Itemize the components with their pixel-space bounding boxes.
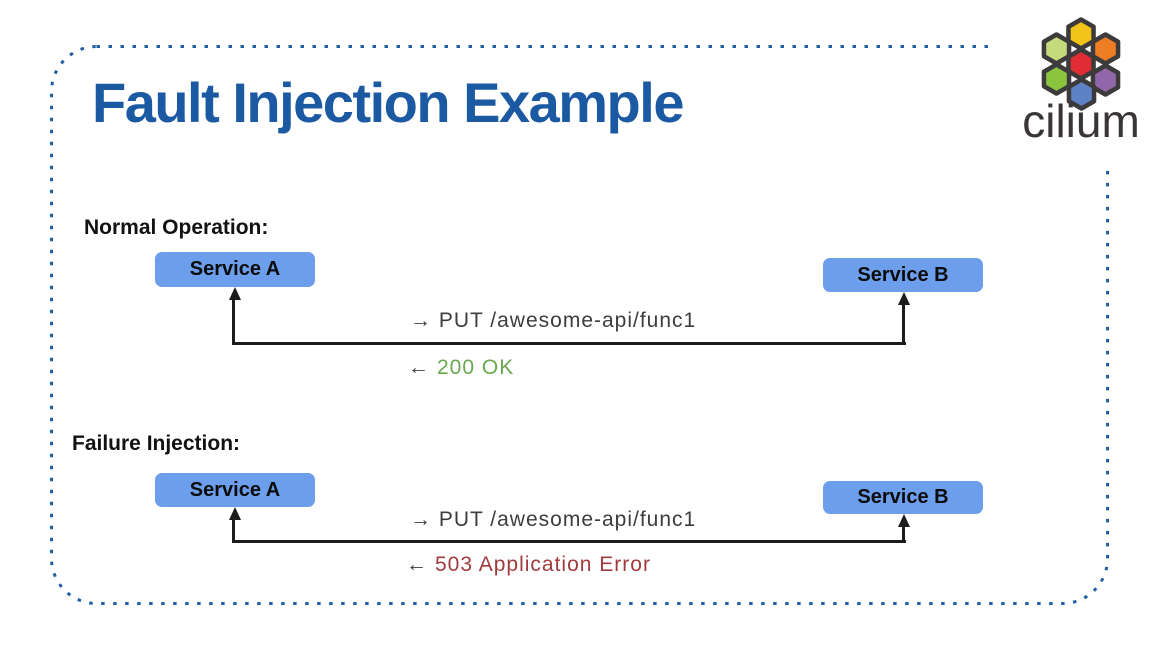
service-b-box: Service B [823,481,983,514]
arrow-line-right [902,526,905,543]
cilium-wordmark: cilium [1022,95,1140,147]
hexagon-bottom [1066,77,1097,111]
arrowhead-up-service-a [229,507,241,520]
response-status-text: 503 Application Error [435,553,651,576]
response-arrow: ← [406,553,428,576]
arrowhead-up-service-b [898,292,910,305]
page-title: Fault Injection Example [92,71,684,134]
response-arrow: ← [408,356,430,379]
request-label: → PUT /awesome-api/func1 [410,309,697,332]
hexagon-upper-right [1090,32,1121,66]
response-label: ← 200 OK [408,356,514,380]
hexagon-upper-left [1041,32,1072,66]
service-a-box: Service A [155,252,315,287]
arrowhead-up-service-b [898,514,910,527]
section-label: Failure Injection: [72,432,241,455]
hexagon-center [1066,47,1096,81]
arrow-line-right [902,305,905,345]
arrow-line-left [232,519,235,543]
arrowhead-up-service-a [229,287,241,300]
cilium-logo: cilium [992,0,1156,168]
service-b-box: Service B [823,258,983,292]
response-label: ← 503 Application Error [406,553,651,577]
arrow-line-horizontal [232,540,906,543]
arrow-line-left [232,299,235,345]
arrow-line-horizontal [232,342,906,345]
hexagon-lower-right [1090,63,1121,97]
hexagon-top [1066,17,1096,51]
hexagon-lower-left [1041,62,1072,96]
service-a-box: Service A [155,473,315,507]
dotted-border-rect [50,45,1109,605]
request-label: → PUT /awesome-api/func1 [410,508,697,531]
section-label: Normal Operation: [84,216,269,239]
response-status-text: 200 OK [437,356,515,379]
cilium-hexagon-icon [1041,17,1121,111]
